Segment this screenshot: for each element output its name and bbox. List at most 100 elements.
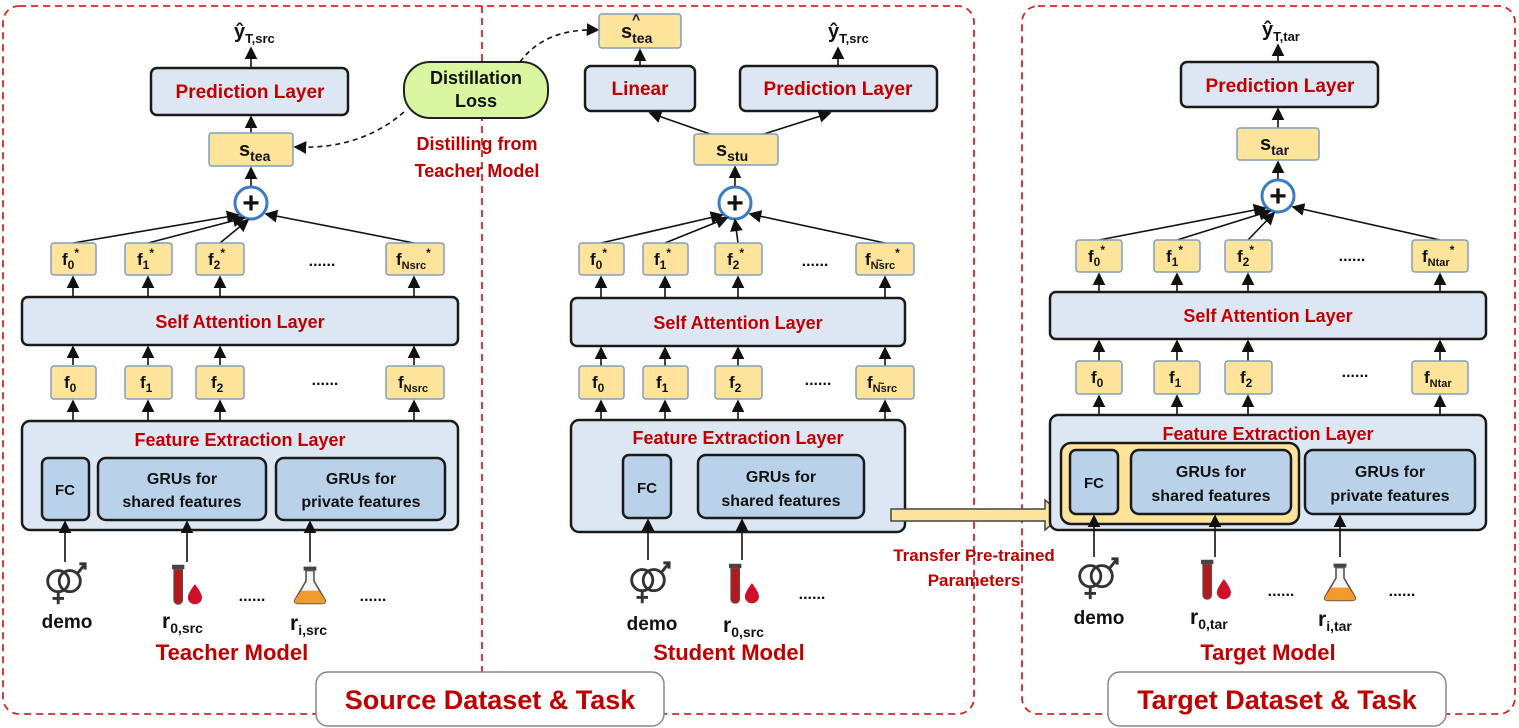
student-self-attention-layer [569, 296, 907, 348]
target-dots-inputs-1: ...... [1268, 583, 1295, 600]
source-label-box [315, 671, 665, 727]
student-prediction-label: Prediction Layer [764, 79, 913, 100]
blood-test-icon [1200, 559, 1232, 600]
target-dots: ...... [1342, 364, 1369, 381]
target-fc-label: FC [1084, 475, 1104, 492]
target-gru-shared-box [1129, 448, 1293, 516]
teacher-model-title: Teacher Model [156, 640, 308, 665]
distill-arrow-to-student [519, 23, 600, 63]
svg-text:private features: private features [1330, 488, 1449, 505]
teacher-output: ŷT,src [234, 21, 275, 46]
demo-gender-icon [1078, 557, 1119, 601]
feature-box [1411, 360, 1469, 395]
student-input-r0: r0,src [723, 614, 764, 640]
teacher-fc-box [40, 456, 91, 522]
target-gru-private-box [1303, 448, 1477, 516]
feature-box [642, 365, 689, 400]
student-s-tea-hat [598, 13, 682, 49]
feature-box [124, 365, 173, 400]
feature-star-box [124, 242, 173, 276]
feature-star-box [195, 242, 245, 276]
svg-text:shared features: shared features [122, 494, 241, 511]
feature-star-box [385, 242, 445, 276]
distillation-block: Distillation Loss Distilling from Teache… [293, 23, 600, 181]
feature-star-box [1075, 239, 1123, 273]
student-gru-shared-box [696, 453, 866, 520]
lab-flask-icon [1323, 562, 1357, 602]
svg-text:Distillation: Distillation [430, 68, 522, 88]
teacher-feature-row: f0 f1 f2 ...... fNsrc [50, 365, 445, 400]
target-input-ri: ri,tar [1318, 608, 1352, 634]
feature-box [714, 365, 763, 400]
teacher-gru-private-box [274, 456, 447, 522]
svg-text:GRUs for: GRUs for [147, 471, 217, 488]
teacher-s-tea [208, 132, 294, 167]
teacher-fc-label: FC [55, 482, 75, 499]
feature-star-box [714, 242, 763, 276]
svg-text:Distilling from: Distilling from [417, 134, 538, 154]
source-region-frame [2, 5, 975, 715]
feature-box [578, 365, 625, 400]
svg-text:GRUs for: GRUs for [746, 469, 816, 486]
target-dots-inputs-2: ...... [1389, 583, 1416, 600]
student-linear-label: Linear [611, 79, 669, 100]
teacher-dots-inputs-2: ...... [360, 588, 387, 605]
target-input-r0: r0,tar [1190, 606, 1228, 632]
student-fc-label: FC [637, 480, 657, 497]
student-dots-star: ...... [802, 253, 829, 270]
target-plus-icon [1260, 178, 1296, 214]
target-feature-row: f0 f1 f2 ...... fNtar [1075, 360, 1469, 395]
svg-text:star: star [1260, 133, 1290, 158]
target-label: Target Dataset & Task [1137, 685, 1418, 715]
svg-text:Loss: Loss [455, 91, 497, 111]
lab-flask-icon [293, 565, 327, 605]
student-dots-inputs: ...... [799, 586, 826, 603]
target-prediction-layer [1179, 60, 1380, 109]
feature-star-box [1411, 239, 1469, 273]
student-feature-row: f0 f1 f2 ...... fNsrc ~ [578, 365, 915, 400]
student-dots: ...... [805, 372, 832, 389]
feature-star-box [578, 242, 625, 276]
target-prediction-label: Prediction Layer [1206, 76, 1355, 97]
student-fc-box [621, 453, 673, 520]
student-output: ŷT,src [828, 21, 869, 46]
teacher-self-attention-layer [20, 295, 460, 347]
svg-text:+: + [726, 187, 744, 220]
teacher-dots-inputs-1: ...... [239, 588, 266, 605]
svg-text:+: + [1269, 180, 1287, 213]
target-self-attention-label: Self Attention Layer [1183, 306, 1352, 326]
svg-text:private features: private features [301, 494, 420, 511]
feature-box [50, 365, 97, 400]
teacher-input-ri: ri,src [290, 612, 327, 638]
blood-test-icon [171, 564, 203, 605]
teacher-feature-extraction-label: Feature Extraction Layer [134, 430, 345, 450]
source-label: Source Dataset & Task [345, 685, 637, 715]
blood-test-icon [728, 563, 760, 604]
target-model: ŷT,tar Prediction Layer star + f0* f1* f… [1048, 19, 1488, 665]
feature-star-box [1153, 239, 1201, 273]
teacher-input-r0: r0,src [162, 610, 203, 636]
teacher-prediction-label: Prediction Layer [176, 82, 325, 103]
teacher-dots: ...... [312, 372, 339, 389]
student-s-stu [693, 133, 779, 166]
target-s-tar [1236, 127, 1320, 161]
distill-arrow-to-teacher [293, 111, 405, 154]
student-feature-extraction-label: Feature Extraction Layer [632, 428, 843, 448]
svg-text:stea: stea [621, 21, 653, 46]
target-fc-box [1068, 448, 1120, 516]
target-input-demo: demo [1074, 608, 1125, 629]
student-self-attention-label: Self Attention Layer [653, 313, 822, 333]
feature-star-box [1224, 239, 1273, 273]
target-label-box [1107, 671, 1447, 727]
student-input-demo: demo [627, 614, 678, 635]
teacher-dots-star: ...... [309, 253, 336, 270]
student-model-title: Student Model [653, 640, 805, 665]
feature-box [1075, 360, 1123, 395]
teacher-prediction-layer [149, 66, 350, 117]
feature-box [1224, 360, 1273, 395]
feature-box [1153, 360, 1201, 395]
svg-text:Parameters: Parameters [928, 571, 1021, 590]
feature-box [195, 365, 245, 400]
svg-text:GRUs for: GRUs for [326, 471, 396, 488]
svg-text:Transfer Pre-trained: Transfer Pre-trained [893, 546, 1055, 565]
